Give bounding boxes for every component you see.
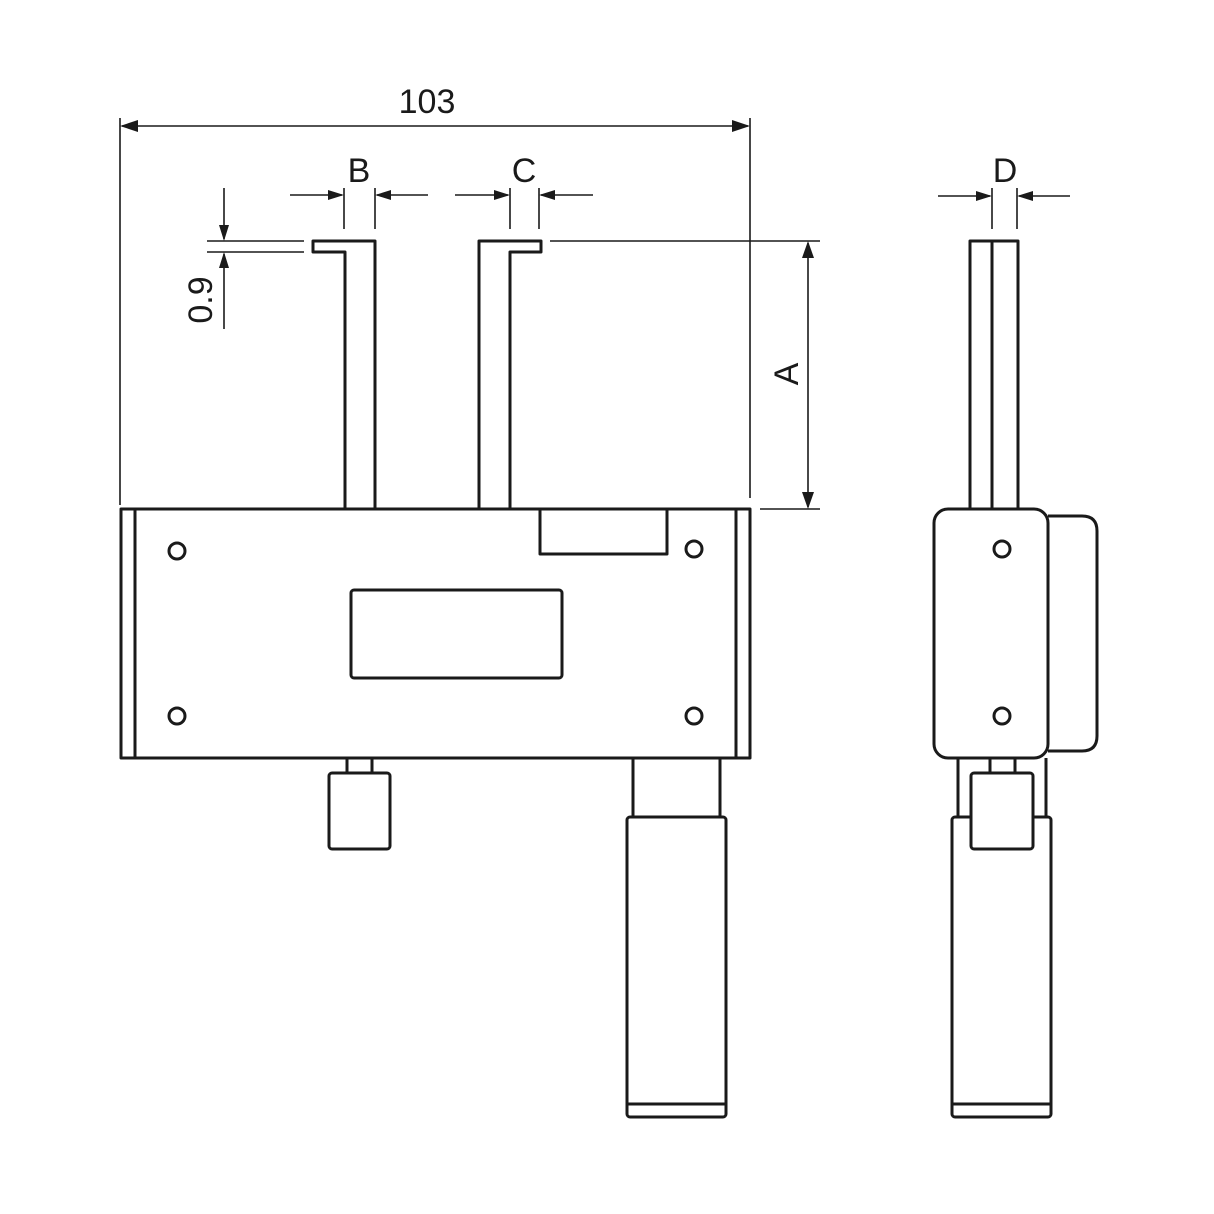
screw-icon (167, 541, 187, 561)
display-housing-side (1048, 514, 1099, 753)
body-side (932, 507, 1050, 760)
handle-side (950, 758, 1053, 1119)
screw-icon (992, 539, 1012, 559)
dimension-hook-thickness: 0.9 (182, 188, 304, 329)
dimension-b: B (290, 152, 428, 229)
dimension-label-0-9: 0.9 (182, 276, 220, 323)
right-jaw (477, 239, 543, 509)
dimension-label-103: 103 (399, 83, 456, 121)
adjustment-knob (327, 758, 392, 851)
screw-icon (684, 539, 704, 559)
dimension-label-a: A (768, 362, 806, 385)
dimension-label-b: B (348, 152, 371, 190)
jaws-side (968, 239, 1020, 511)
screw-icon (992, 706, 1012, 726)
screw-icon (684, 706, 704, 726)
dimension-label-d: D (993, 152, 1018, 190)
dimension-a: A (550, 240, 820, 510)
dimension-c: C (455, 152, 593, 229)
display-window (349, 588, 564, 680)
knob-side (969, 758, 1035, 851)
dimension-overall-width: 103 (119, 83, 751, 505)
screw-icon (167, 706, 187, 726)
dimension-label-c: C (512, 152, 537, 190)
gauge-body (119, 507, 752, 760)
left-jaw (311, 239, 377, 509)
dimension-d: D (938, 152, 1070, 229)
front-view: 103 B C (119, 83, 820, 1119)
side-view: D (932, 152, 1099, 1119)
top-slot (538, 507, 669, 556)
handle (625, 756, 728, 1119)
